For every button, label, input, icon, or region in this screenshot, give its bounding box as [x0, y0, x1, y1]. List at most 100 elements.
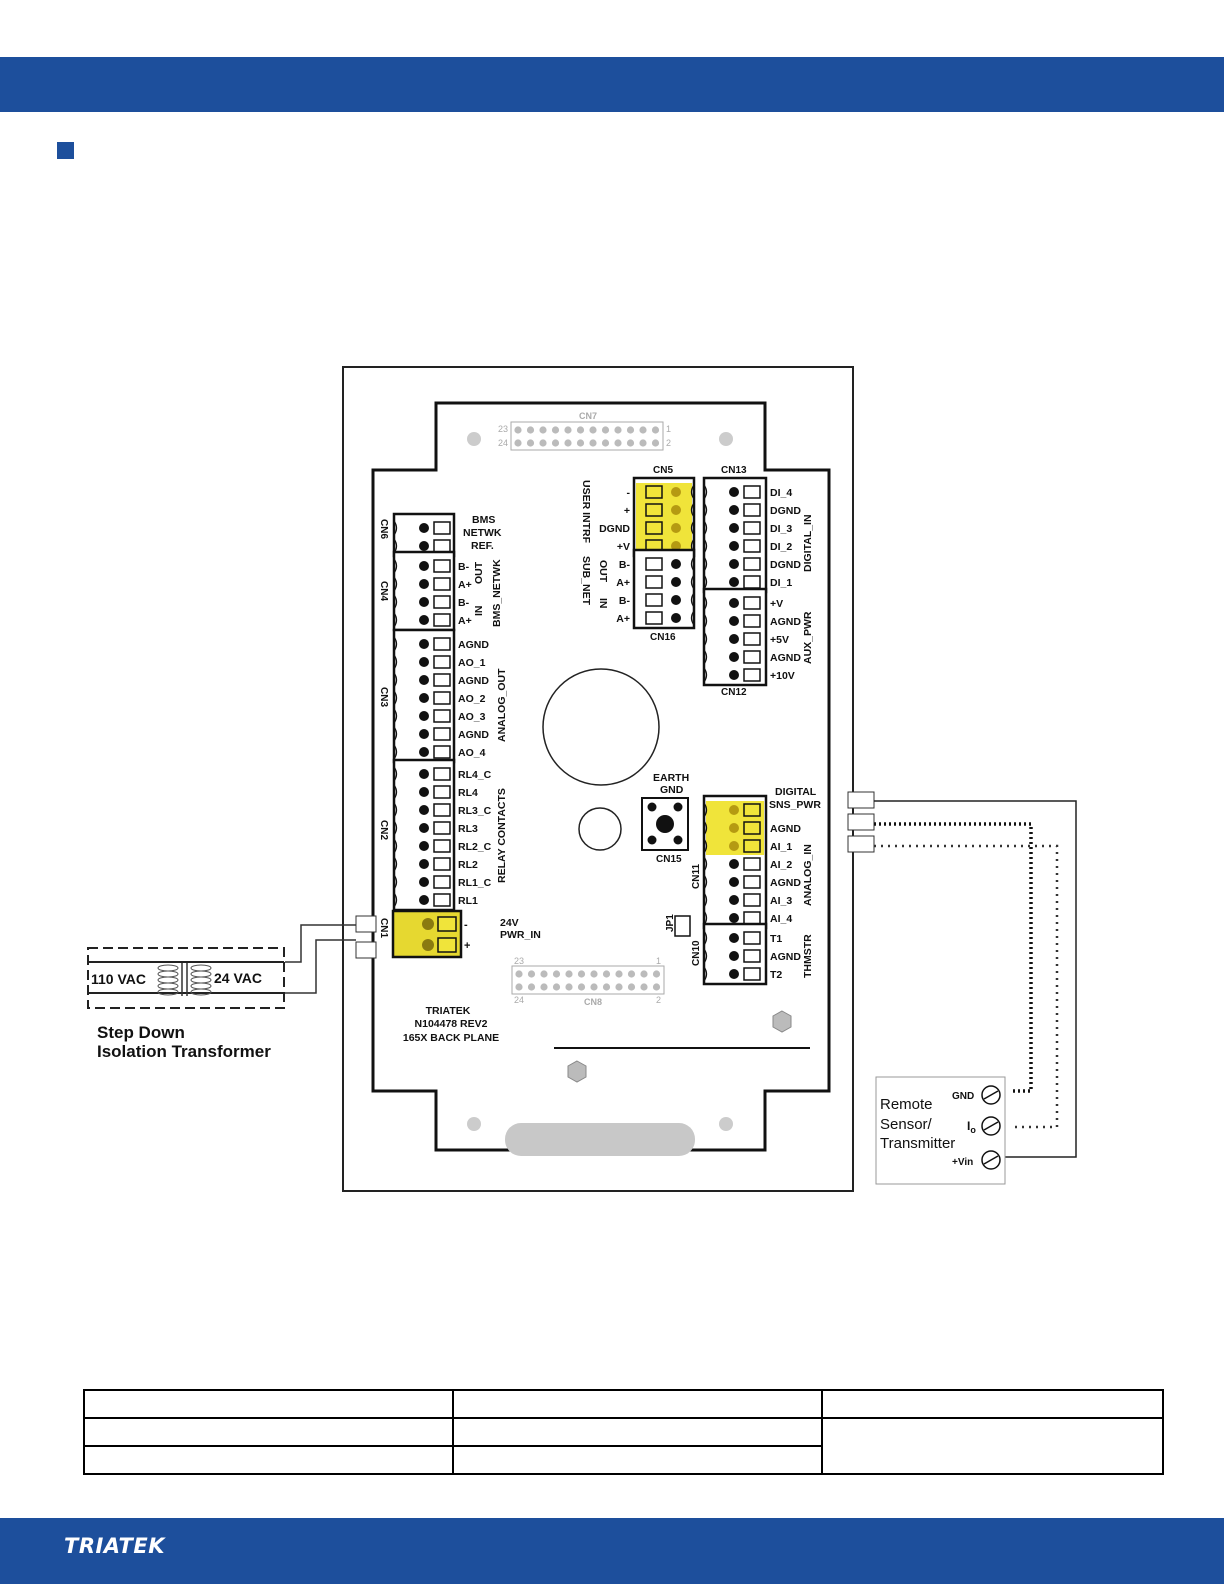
header-pin	[514, 426, 522, 434]
terminal-slot	[433, 637, 451, 651]
wire-gnd	[874, 822, 1033, 1093]
terminal-slot	[433, 613, 451, 627]
terminal-screw	[729, 895, 739, 905]
terminal-slot	[743, 839, 761, 853]
terminal-slot	[743, 875, 761, 889]
silkscreen-line1: TRIATEK	[426, 1005, 471, 1017]
terminal-slot	[433, 839, 451, 853]
header-pin	[564, 426, 572, 434]
sensor-vin-label: +Vin	[952, 1157, 973, 1168]
table-row	[83, 1445, 1163, 1475]
header-pin	[527, 970, 536, 978]
header-pin	[551, 439, 560, 447]
terminal-slot	[433, 803, 451, 817]
header-pin	[589, 439, 597, 447]
terminal-slot	[433, 539, 451, 553]
terminal-screw	[729, 541, 739, 551]
header-pin	[651, 439, 660, 447]
terminal-screw	[419, 747, 429, 757]
terminal-label: AO_3	[458, 711, 486, 723]
field-terminal	[847, 791, 875, 809]
wire-io	[874, 844, 1059, 1129]
sensor-label-line1: Remote	[880, 1096, 933, 1113]
header-pin	[639, 426, 647, 434]
terminal-screw	[419, 805, 429, 815]
terminal-label: AI_2	[770, 859, 792, 871]
terminal-slot	[645, 593, 663, 607]
transformer-label-bg	[89, 968, 155, 988]
terminal-slot	[743, 503, 761, 517]
terminal-label: RL4	[458, 787, 478, 799]
terminal-screw	[671, 595, 681, 605]
header-pin	[615, 970, 623, 978]
terminal-slot	[433, 595, 451, 609]
header-pin	[639, 439, 647, 447]
cn8-pin-24: 24	[514, 995, 524, 1005]
mounting-hole	[467, 432, 481, 446]
terminal-label: AI_4	[770, 913, 792, 925]
terminal-screw	[419, 675, 429, 685]
terminal-label: AO_2	[458, 693, 486, 705]
header-pin	[539, 426, 547, 434]
terminal-slot	[433, 521, 451, 535]
cable-slot	[505, 1123, 695, 1156]
table-row	[83, 1417, 1164, 1475]
cn6-block	[392, 512, 456, 558]
transformer-coils	[157, 964, 212, 996]
terminal-screw	[729, 634, 739, 644]
terminal-slot	[433, 821, 451, 835]
header-pin	[601, 439, 610, 447]
cn10-label: CN10	[691, 940, 702, 966]
terminal-label: DGND	[770, 505, 801, 517]
cn8-label: CN8	[584, 997, 602, 1007]
sensor-label-line3: Transmitter	[880, 1135, 955, 1152]
terminal-screw	[422, 918, 434, 930]
cn1-label: CN1	[378, 918, 389, 938]
terminal-slot	[645, 557, 663, 571]
led-cutout	[578, 807, 622, 851]
terminal-slot	[433, 857, 451, 871]
header-pin	[552, 983, 561, 991]
terminal-blocks: B-A+B-A+AGNDAO_1AGNDAO_2AO_3AGNDAO_4RL4_…	[391, 476, 801, 986]
terminal-label: AGND	[770, 652, 801, 664]
header-pin	[652, 983, 661, 991]
table-cell	[452, 1417, 823, 1447]
header-pin	[539, 439, 547, 447]
terminal-slot	[433, 655, 451, 669]
header-pin	[564, 439, 572, 447]
terminal-label: AI_1	[770, 841, 792, 853]
cn4-label: CN4	[378, 581, 389, 601]
terminal-screw	[729, 969, 739, 979]
terminal-label: RL3	[458, 823, 478, 835]
mounting-hole	[467, 1117, 481, 1131]
transformer-caption-line2: Isolation Transformer	[97, 1042, 271, 1061]
cn7-pin-1: 1	[666, 424, 671, 434]
cn6-label-line: BMS	[472, 514, 495, 526]
terminal-slot	[433, 691, 451, 705]
earth-gnd-pin	[656, 815, 674, 833]
terminal-screw	[419, 823, 429, 833]
terminal-label: DI_2	[770, 541, 792, 553]
terminal-slot	[743, 967, 761, 981]
transformer-label-bg	[212, 968, 272, 988]
header-pin	[577, 983, 586, 991]
header-pin	[651, 426, 660, 434]
cn7-pin-23: 23	[498, 424, 508, 434]
earth-gnd-line2: GND	[660, 784, 684, 796]
header-pin	[602, 983, 611, 991]
header-pin	[614, 426, 622, 434]
header-pin	[652, 970, 661, 978]
cn4-out-label: OUT	[473, 561, 485, 584]
table-cell	[821, 1417, 1164, 1475]
header-pin	[590, 983, 598, 991]
silkscreen-line2: N104478 REV2	[415, 1018, 488, 1030]
header-pin	[627, 970, 636, 978]
terminal-slot	[437, 916, 457, 932]
terminal-label: +5V	[770, 634, 789, 646]
terminal-screw	[419, 711, 429, 721]
header-pin	[540, 983, 548, 991]
header-pin	[515, 970, 523, 978]
